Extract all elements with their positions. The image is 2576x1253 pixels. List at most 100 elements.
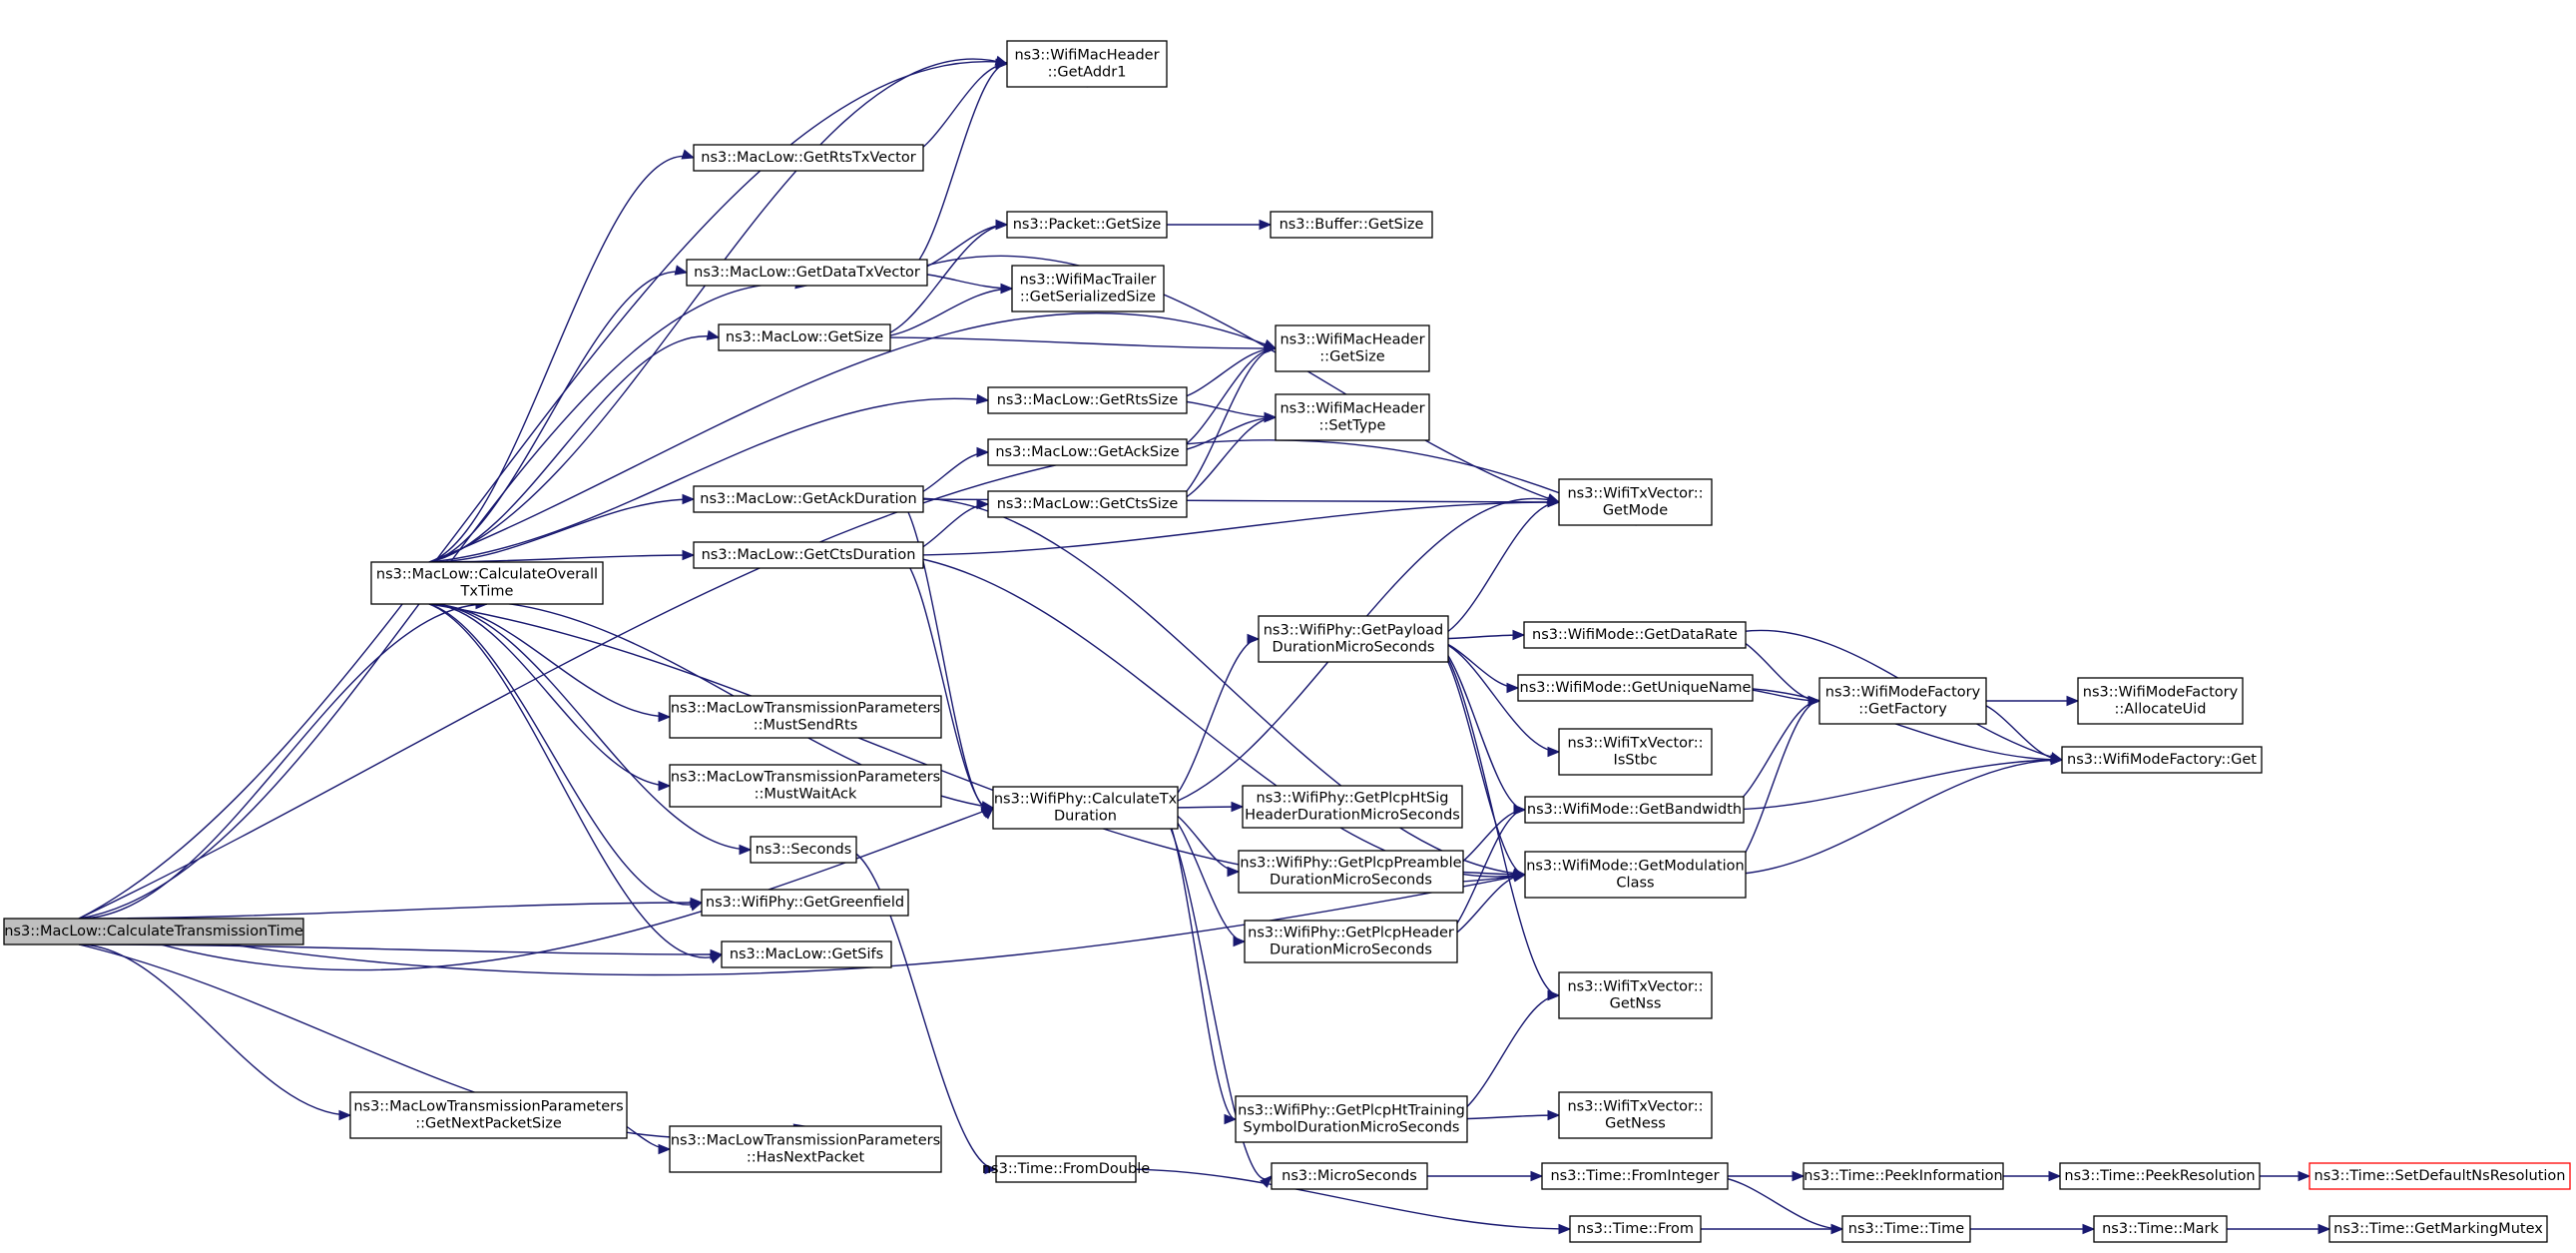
node-label: GetNess (1605, 1116, 1666, 1132)
node-getPayloadDur[interactable]: ns3::WifiPhy::GetPayloadDurationMicroSec… (1258, 615, 1449, 663)
node-label: ::MustWaitAck (755, 787, 857, 803)
node-getAckSize[interactable]: ns3::MacLow::GetAckSize (987, 438, 1188, 466)
node-isStbc[interactable]: ns3::WifiTxVector::IsStbc (1558, 728, 1713, 776)
node-label: ns3::Buffer::GetSize (1280, 217, 1424, 233)
function-nodes: ns3::MacLow::CalculateTransmissionTimens… (3, 40, 2571, 1243)
call-edge (872, 283, 1014, 338)
arrowhead (1807, 695, 1821, 707)
node-box (693, 485, 924, 513)
node-getNess[interactable]: ns3::WifiTxVector::GetNess (1558, 1091, 1713, 1139)
node-timeTime[interactable]: ns3::Time::Time (1841, 1215, 1971, 1243)
edge-line (428, 313, 1277, 563)
node-peekInfo[interactable]: ns3::Time::PeekInformation (1803, 1162, 2004, 1190)
node-box (992, 786, 1179, 830)
arrowhead (1506, 682, 1520, 694)
call-edge (428, 603, 724, 964)
node-getCtsSize[interactable]: ns3::MacLow::GetCtsSize (987, 490, 1188, 518)
node-getDataTxVector[interactable]: ns3::MacLow::GetDataTxVector (686, 259, 928, 287)
node-getAddr1[interactable]: ns3::WifiMacHeader::GetAddr1 (1006, 40, 1168, 88)
node-htTrainDur[interactable]: ns3::WifiPhy::GetPlcpHtTrainingSymbolDur… (1235, 1095, 1468, 1143)
node-getNextPacketSize[interactable]: ns3::MacLowTransmissionParameters::GetNe… (349, 1091, 628, 1139)
node-getNss[interactable]: ns3::WifiTxVector::GetNss (1558, 971, 1713, 1019)
call-edge (428, 603, 753, 856)
node-box (1242, 785, 1463, 829)
node-macGetSize[interactable]: ns3::MacLow::GetSize (718, 323, 891, 351)
node-getFactory[interactable]: ns3::WifiModeFactory::GetFactory (1818, 677, 1987, 725)
arrowhead (706, 329, 721, 340)
node-trailerSize[interactable]: ns3::WifiMacTrailer::GetSerializedSize (1011, 265, 1165, 313)
node-label: HeaderDurationMicroSeconds (1245, 808, 1460, 824)
node-getUniqueName[interactable]: ns3::WifiMode::GetUniqueName (1517, 674, 1754, 702)
node-mustWaitAck[interactable]: ns3::MacLowTransmissionParameters::MustW… (669, 764, 942, 808)
node-hdrGetSize[interactable]: ns3::WifiMacHeader::GetSize (1275, 324, 1430, 372)
edge-line (428, 271, 688, 563)
node-getMode[interactable]: ns3::WifiTxVector::GetMode (1558, 478, 1713, 526)
node-factoryGet[interactable]: ns3::WifiModeFactory::Get (2061, 746, 2263, 774)
arrowhead (1000, 283, 1014, 295)
node-getRtsTxVector[interactable]: ns3::MacLow::GetRtsTxVector (693, 144, 924, 172)
node-hasNextPacket[interactable]: ns3::MacLowTransmissionParameters::HasNe… (669, 1125, 942, 1173)
node-hdrSetType[interactable]: ns3::WifiMacHeader::SetType (1275, 393, 1430, 441)
node-fromDouble[interactable]: ns3::Time::FromDouble (982, 1155, 1150, 1183)
node-box (1558, 1091, 1713, 1139)
node-htSigDur[interactable]: ns3::WifiPhy::GetPlcpHtSigHeaderDuration… (1242, 785, 1463, 829)
node-label: TxTime (460, 584, 514, 600)
node-getDataRate[interactable]: ns3::WifiMode::GetDataRate (1523, 621, 1747, 649)
node-getCtsDuration[interactable]: ns3::MacLow::GetCtsDuration (693, 541, 924, 569)
node-headerDur[interactable]: ns3::WifiPhy::GetPlcpHeaderDurationMicro… (1244, 920, 1458, 963)
arrowhead (2066, 695, 2080, 707)
node-box (669, 695, 942, 739)
node-box (1558, 971, 1713, 1019)
node-fromInteger[interactable]: ns3::Time::FromInteger (1541, 1162, 1729, 1190)
node-label: ns3::MacLowTransmissionParameters (671, 770, 940, 786)
node-timeFrom[interactable]: ns3::Time::From (1569, 1215, 1702, 1243)
node-getRtsSize[interactable]: ns3::MacLow::GetRtsSize (987, 386, 1188, 414)
node-timeMark[interactable]: ns3::Time::Mark (2093, 1215, 2228, 1243)
call-edge (428, 603, 672, 723)
node-box (718, 323, 891, 351)
node-getBandwidth[interactable]: ns3::WifiMode::GetBandwidth (1524, 796, 1745, 824)
node-allocateUid[interactable]: ns3::WifiModeFactory::AllocateUid (2077, 677, 2244, 725)
node-label: ns3::Time::FromInteger (1550, 1168, 1719, 1184)
call-edge (1428, 638, 1527, 881)
node-preambleDur[interactable]: ns3::WifiPhy::GetPlcpPreambleDurationMic… (1238, 850, 1464, 894)
node-packetGetSize[interactable]: ns3::Packet::GetSize (1006, 211, 1168, 239)
node-bufferGetSize[interactable]: ns3::Buffer::GetSize (1270, 211, 1433, 239)
node-label: GetNss (1610, 996, 1662, 1012)
node-label: ns3::Time::PeekInformation (1803, 1168, 2002, 1184)
edge-line (872, 336, 1277, 349)
edge-line (428, 603, 671, 787)
edge-line (78, 943, 351, 1116)
node-microSeconds[interactable]: ns3::MicroSeconds (1271, 1162, 1428, 1190)
node-label: ns3::MacLow::GetRtsSize (997, 392, 1179, 408)
node-mustSendRts[interactable]: ns3::MacLowTransmissionParameters::MustS… (669, 695, 942, 739)
node-label: ::GetSize (1319, 349, 1384, 365)
node-setDefaultRes[interactable]: ns3::Time::SetDefaultNsResolution (2309, 1162, 2571, 1190)
node-box (2061, 746, 2263, 774)
node-getAckDuration[interactable]: ns3::MacLow::GetAckDuration (693, 485, 924, 513)
node-box (686, 259, 928, 287)
node-getGreenfield[interactable]: ns3::WifiPhy::GetGreenfield (701, 889, 909, 917)
call-edge (872, 336, 1278, 354)
node-seconds[interactable]: ns3::Seconds (750, 836, 857, 864)
node-label: Duration (1054, 809, 1117, 825)
node-getSifs[interactable]: ns3::MacLow::GetSifs (721, 940, 892, 968)
node-calcTxTime[interactable]: ns3::MacLow::CalculateTransmissionTime (3, 918, 304, 945)
node-box (1235, 1095, 1468, 1143)
node-box (2328, 1215, 2548, 1243)
node-label: ns3::WifiPhy::GetPlcpHeader (1248, 926, 1454, 941)
node-label: ns3::WifiMacHeader (1014, 48, 1159, 64)
edge-line (1428, 638, 1526, 811)
arrowhead (1227, 866, 1241, 878)
call-edge (428, 149, 696, 563)
node-getMarkingMutex[interactable]: ns3::Time::GetMarkingMutex (2328, 1215, 2548, 1243)
node-label: ns3::Time::Mark (2102, 1221, 2219, 1237)
call-edge (1167, 342, 1278, 505)
arrowhead (338, 1109, 352, 1121)
edge-line (428, 603, 723, 958)
call-edge (1158, 807, 1273, 1188)
node-peekRes[interactable]: ns3::Time::PeekResolution (2059, 1162, 2261, 1190)
